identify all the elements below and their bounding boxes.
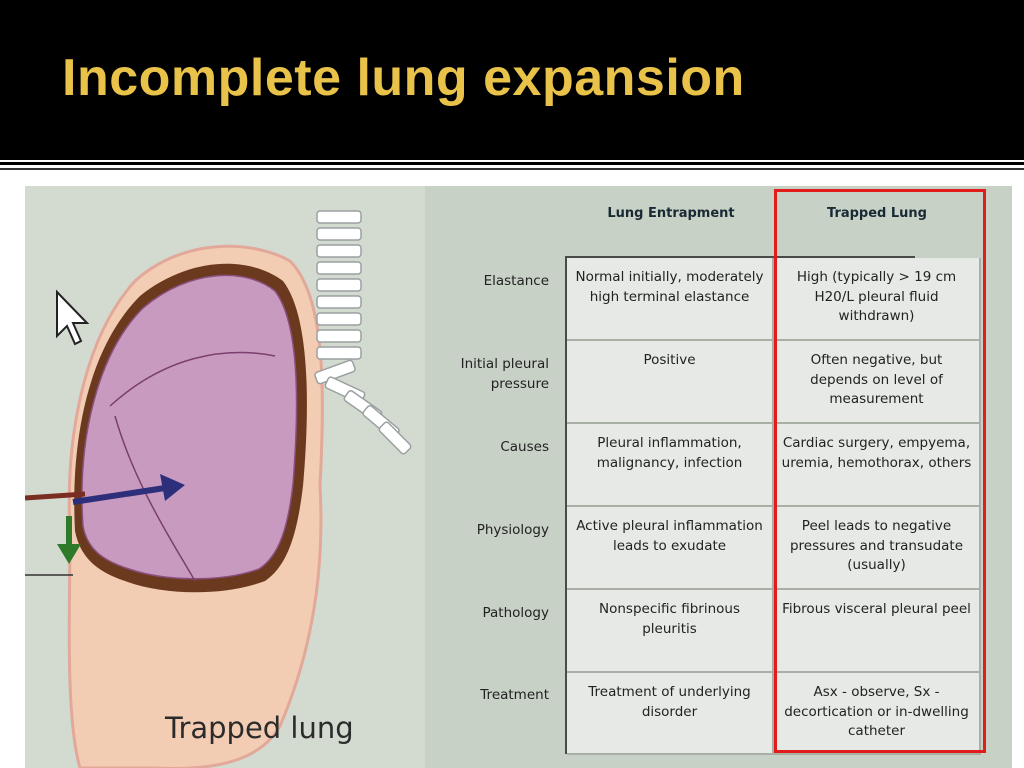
divider-rule [0,162,1024,165]
vessel-stub [25,491,86,501]
comparison-table: Lung Entrapment Trapped Lung Elastance I… [425,186,1012,768]
trapped-lung-highlight-box [774,189,986,753]
cell-pressure-trapped: Often negative, but depends on level of … [774,341,981,424]
row-label-physiology: Physiology [476,522,549,538]
pressure-arrow-icon [57,516,81,564]
cell-treatment-trapped: Asx - observe, Sx - decortication or in-… [774,673,981,755]
cell-pathology-trapped: Fibrous visceral pleural peel [774,590,981,673]
cell-physiology-trapped: Peel leads to negative pressures and tra… [774,507,981,590]
row-label-elastance: Elastance [483,273,549,289]
title-bar: Incomplete lung expansion [0,0,1024,160]
lung-fissure-line [109,351,276,407]
column-header-entrapment: Lung Entrapment [607,206,735,221]
slide-title: Incomplete lung expansion [62,49,745,107]
row-label-causes: Causes [500,439,549,455]
cell-elastance-trapped: High (typically > 19 cm H20/L pleural fl… [774,258,981,341]
cell-causes-entrapment: Pleural inflammation, malignancy, infect… [567,424,774,507]
cell-pressure-entrapment: Positive [567,341,774,424]
cell-pathology-entrapment: Nonspecific fibrinous pleuritis [567,590,774,673]
row-label-treatment: Treatment [480,687,549,703]
row-label-pathology: Pathology [482,605,550,621]
cell-causes-trapped: Cardiac surgery, empyema, uremia, hemoth… [774,424,981,507]
lung-diagram [25,210,412,768]
lung-fissure-line-2 [114,415,196,582]
cell-treatment-entrapment: Treatment of underlying disorder [567,673,774,755]
trachea-icon [314,210,412,455]
cell-physiology-entrapment: Active pleural inflammation leads to exu… [567,507,774,590]
lung-shape [81,274,298,580]
table-grid-line-top [565,256,915,258]
row-label-pleural-pressure: Initial pleural pressure [460,356,549,392]
table-grid-line [565,256,567,754]
cursor-icon [56,289,90,346]
figure-caption: Trapped lung [165,711,354,745]
divider-rule-thin [0,168,1024,170]
expansion-arrow-icon [72,474,185,505]
column-header-trapped: Trapped Lung [827,206,927,221]
trapped-lung-illustration: Trapped lung [25,186,425,768]
cell-elastance-entrapment: Normal initially, moderately high termin… [567,258,774,341]
